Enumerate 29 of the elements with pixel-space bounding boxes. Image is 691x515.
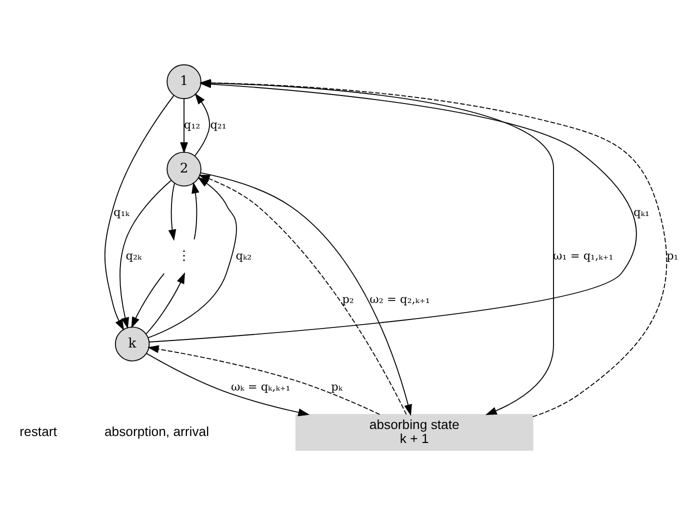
edge-label: q₂ₖ — [126, 249, 142, 262]
label: restart — [20, 424, 57, 439]
node-text: ⋮ — [178, 249, 191, 264]
edge-label: pₖ — [331, 380, 342, 394]
node-circle: 1 — [166, 64, 202, 100]
node-circle: k — [114, 326, 150, 362]
arrow — [147, 345, 380, 415]
edge-label: q₁ₖ — [114, 206, 130, 219]
node-box: absorbing state k + 1 — [295, 414, 534, 451]
arrow — [120, 180, 172, 329]
edge-label: q₂₁ — [210, 118, 226, 132]
node-circle: 2 — [166, 152, 202, 187]
arrow — [168, 182, 176, 241]
arrow — [200, 82, 554, 415]
arrow — [131, 273, 165, 328]
edge-label: qₖ₂ — [236, 249, 252, 262]
arrow — [194, 93, 210, 156]
arrow — [104, 94, 174, 331]
edge-label: ω₂ = q₂,ₖ₊₁ — [370, 293, 430, 306]
edge-label: q₁₂ — [184, 118, 200, 132]
arrow — [180, 98, 188, 154]
label: absorption, arrival — [104, 424, 210, 439]
edge-label: p₁ — [666, 249, 678, 262]
edge-label: ωₖ = qₖ,ₖ₊₁ — [230, 380, 290, 394]
arrow — [146, 352, 310, 416]
edge-label: qₖ₁ — [634, 206, 650, 219]
arrow — [146, 272, 186, 334]
edge-label: p₂ — [342, 293, 354, 306]
arrow — [192, 182, 200, 240]
